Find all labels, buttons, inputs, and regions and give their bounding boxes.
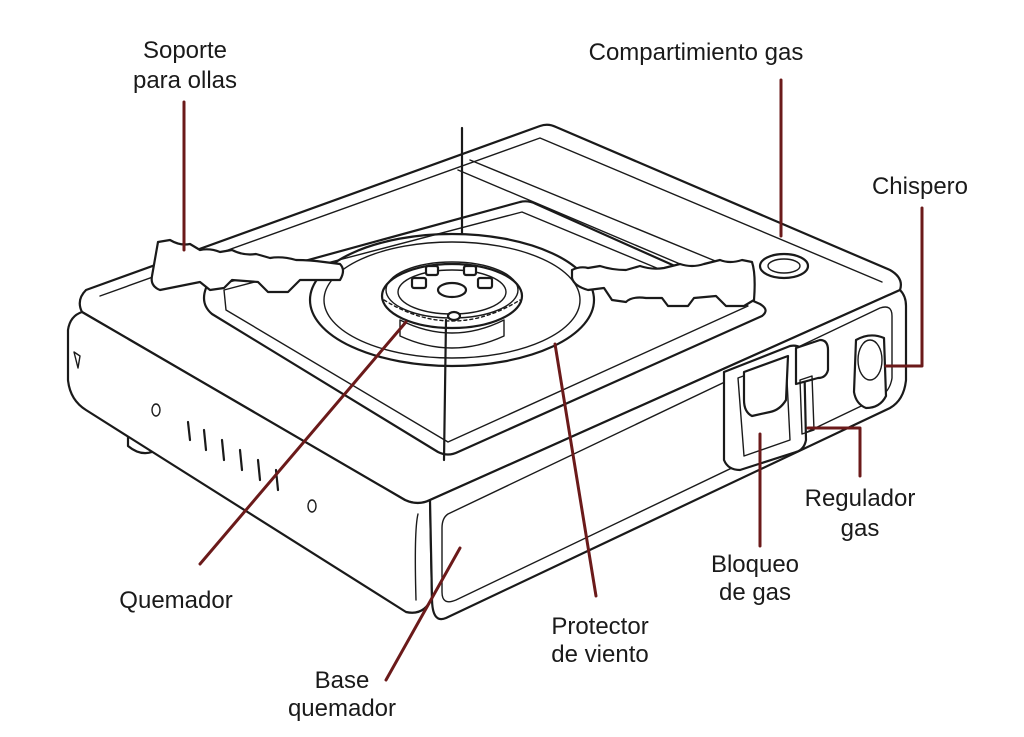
base-front-line xyxy=(414,513,419,601)
label-compartimiento: Compartimiento gas xyxy=(589,39,804,66)
label-protector-line1: Protector xyxy=(551,613,648,640)
label-bloqueo-line2: de gas xyxy=(719,579,791,606)
label-protector-line2: de viento xyxy=(551,641,648,668)
gas-compartment-hole xyxy=(758,252,810,280)
label-quemador: Quemador xyxy=(119,587,232,614)
labels: Soporte para ollas Compartimiento gas Ch… xyxy=(119,37,968,722)
leader-regulador xyxy=(806,426,862,478)
stove-illustration xyxy=(66,123,908,621)
leader-lines xyxy=(182,78,924,682)
label-chispero: Chispero xyxy=(872,173,968,200)
label-base-line2: quemador xyxy=(288,695,396,722)
pot-supports xyxy=(150,126,756,462)
label-regulador-line1: Regulador xyxy=(805,485,916,512)
leader-chispero xyxy=(884,206,924,368)
control-panel xyxy=(722,334,888,472)
label-base-line1: Base xyxy=(315,667,370,694)
label-soporte-line2: para ollas xyxy=(133,67,237,94)
leader-base xyxy=(384,546,462,682)
label-soporte-line1: Soporte xyxy=(143,37,227,64)
label-bloqueo-line1: Bloqueo xyxy=(711,551,799,578)
wind-protector xyxy=(308,232,596,368)
leader-protector xyxy=(553,342,598,598)
leader-quemador xyxy=(198,320,408,566)
label-regulador-line2: gas xyxy=(841,515,880,542)
